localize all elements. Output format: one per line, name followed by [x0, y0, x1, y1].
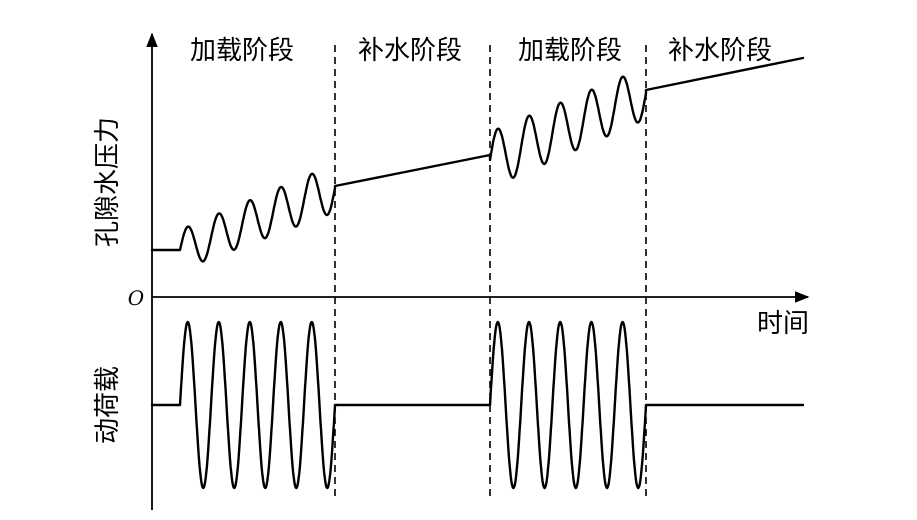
- y-axis-label-dynamic-load: 动荷载: [93, 366, 123, 444]
- phase-label-loading-2: 加载阶段: [518, 36, 622, 66]
- origin-label: O: [128, 286, 144, 310]
- phase-label-recharge-1: 补水阶段: [358, 36, 462, 66]
- phase-label-loading-1: 加载阶段: [190, 36, 294, 66]
- y-axis-label-pore-pressure: 孔隙水压力: [93, 117, 123, 247]
- phase-label-recharge-2: 补水阶段: [668, 36, 772, 66]
- pore-pressure-curve: [150, 56, 805, 263]
- dynamic-load-curve: [150, 320, 805, 490]
- x-axis-label-time: 时间: [757, 309, 809, 339]
